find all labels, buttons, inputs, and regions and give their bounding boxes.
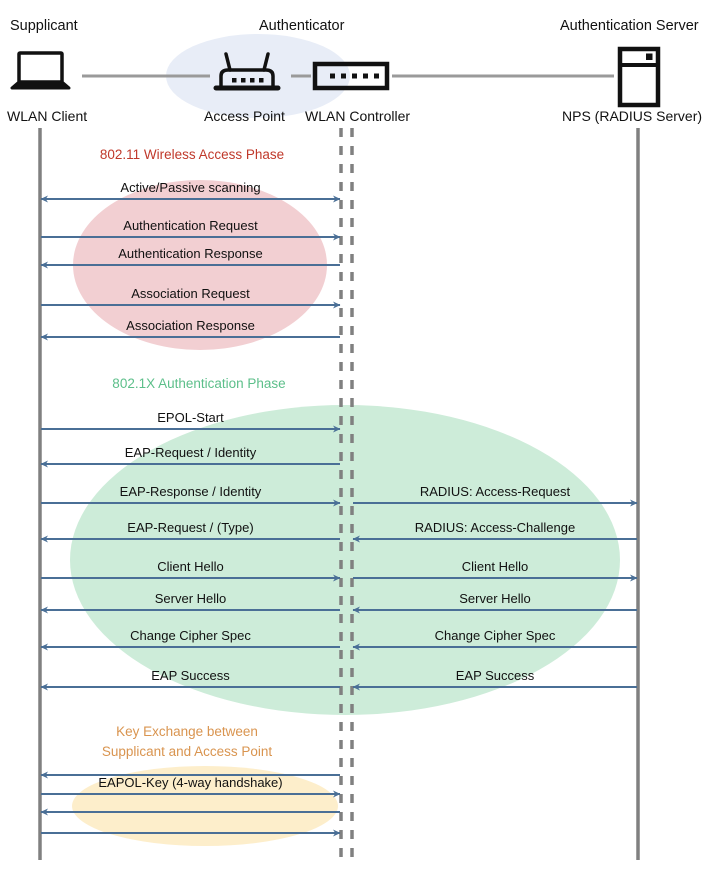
message-label: Authentication Response	[118, 246, 263, 261]
laptop-icon	[10, 51, 71, 90]
message-label: EAP-Response / Identity	[119, 484, 262, 499]
phase-label-key-exchange: Key Exchange between Supplicant and Acce…	[92, 722, 282, 761]
phase-label-key-exchange-line2: Supplicant and Access Point	[101, 743, 273, 759]
phase-ellipse-key-exchange	[72, 766, 338, 846]
role-title-auth-server: Authentication Server	[560, 18, 699, 34]
arrow-group-left	[40, 195, 341, 837]
message-label: EAPOL-Key (4-way handshake)	[98, 775, 283, 790]
message-label: EAP-Request / Identity	[124, 445, 257, 460]
message-label: Server Hello	[154, 591, 227, 606]
device-label-wlan-controller: WLAN Controller	[305, 108, 411, 124]
server-icon	[617, 46, 661, 108]
authenticator-halo	[166, 34, 350, 118]
device-label-wlan-client: WLAN Client	[7, 108, 88, 124]
message-label: Association Response	[126, 318, 255, 333]
phase-label-key-exchange-line1: Key Exchange between	[116, 724, 258, 739]
message-label: EAP-Request / (Type)	[127, 520, 254, 535]
message-label: Client Hello	[157, 559, 224, 574]
message-label: Server Hello	[459, 591, 531, 606]
role-title-supplicant: Supplicant	[10, 18, 78, 34]
message-label: Authentication Request	[123, 218, 258, 233]
phase-label-dot1x-auth: 802.1X Authentication Phase	[112, 376, 286, 391]
role-title-authenticator: Authenticator	[259, 18, 345, 34]
message-label: Active/Passive scanning	[120, 180, 261, 195]
message-label: Association Request	[131, 286, 250, 301]
phase-ellipse-dot1x-auth	[70, 405, 620, 715]
message-label: Change Cipher Spec	[130, 628, 251, 643]
phase-label-wireless-access: 802.11 Wireless Access Phase	[99, 147, 285, 162]
message-label: EPOL-Start	[157, 410, 224, 425]
access-point-icon	[213, 52, 281, 91]
device-label-nps-radius: NPS (RADIUS Server)	[562, 108, 703, 124]
message-label: EAP Success	[455, 668, 535, 683]
message-label: Change Cipher Spec	[434, 628, 556, 643]
arrow-group-right	[352, 499, 638, 691]
message-label: RADIUS: Access-Request	[419, 484, 571, 499]
message-label: Client Hello	[461, 559, 529, 574]
wlan-controller-icon	[312, 61, 390, 91]
message-label: EAP Success	[151, 668, 230, 683]
message-label: RADIUS: Access-Challenge	[414, 520, 576, 535]
device-label-access-point: Access Point	[204, 108, 285, 124]
